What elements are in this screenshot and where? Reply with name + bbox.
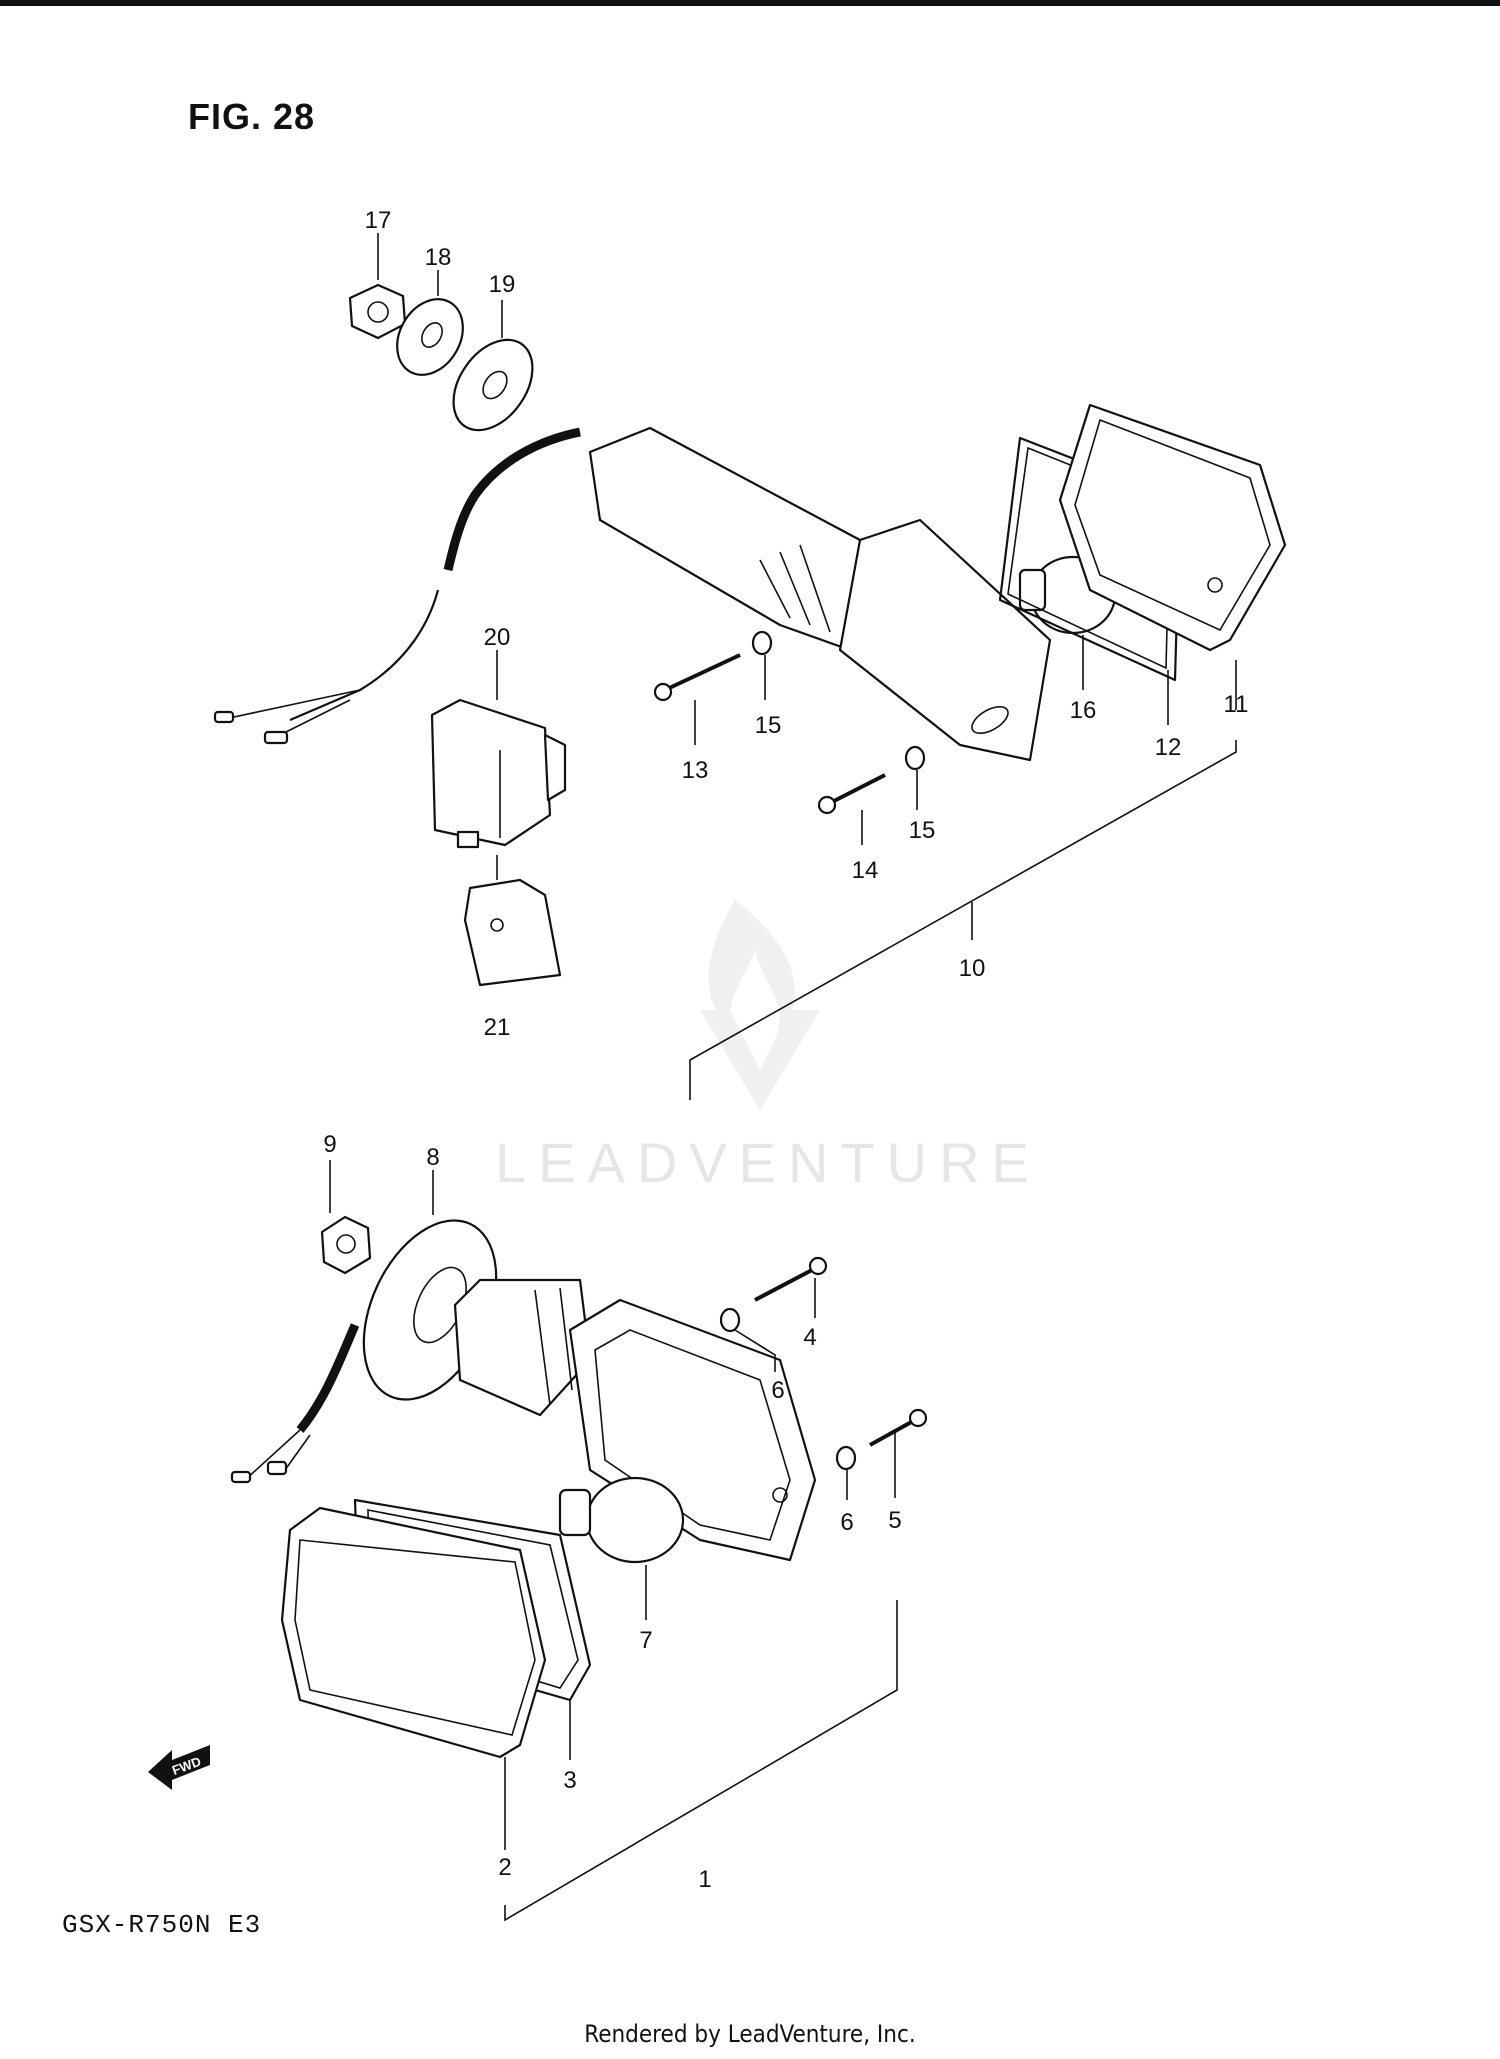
part-6-nut-b (835, 1445, 857, 1471)
callout-5: 5 (888, 1507, 901, 1534)
callout-9: 9 (323, 1131, 336, 1158)
part-13-screw (653, 653, 741, 702)
callout-1: 1 (698, 1866, 711, 1893)
callout-11: 11 (1224, 691, 1249, 718)
top-border (0, 0, 1500, 6)
part-4-screw (754, 1256, 828, 1302)
part-15-nut-b (904, 745, 926, 771)
part-6-nut-a (719, 1307, 741, 1333)
footer-credit: Rendered by LeadVenture, Inc. (584, 2020, 916, 2048)
part-18-washer (396, 298, 464, 376)
callout-6a: 6 (771, 1377, 784, 1404)
callout-4: 4 (803, 1324, 816, 1351)
forward-arrow-icon: FWD (148, 1745, 210, 1790)
part-20-flasher-relay (430, 698, 567, 849)
callout-6b: 6 (840, 1509, 853, 1536)
figure-title: FIG. 28 (188, 96, 316, 137)
callout-17: 17 (365, 207, 392, 234)
callout-10: 10 (959, 955, 986, 982)
watermark-text: LEADVENTURE (495, 1131, 1041, 1194)
callout-19: 19 (489, 271, 516, 298)
callout-18: 18 (425, 244, 452, 271)
part-7-bulb (558, 1476, 685, 1564)
callout-13: 13 (682, 757, 709, 784)
part-17-nut (348, 283, 407, 340)
part-2-lens (280, 1506, 547, 1759)
model-code: GSX-R750N E3 (62, 1910, 262, 1940)
front-signal-stem (453, 1278, 592, 1417)
part-5-screw (869, 1408, 928, 1447)
callout-21: 21 (484, 1014, 511, 1041)
part-11-lens (1058, 403, 1287, 652)
callout-14: 14 (852, 857, 879, 884)
callout-15a: 15 (755, 712, 782, 739)
rear-signal-housing (838, 518, 1052, 762)
callout-16: 16 (1070, 697, 1097, 724)
part-14-screw (817, 773, 886, 815)
callout-2: 2 (498, 1854, 511, 1881)
callout-3: 3 (563, 1767, 576, 1794)
callout-15b: 15 (909, 817, 936, 844)
callout-12: 12 (1155, 734, 1182, 761)
callout-8: 8 (426, 1144, 439, 1171)
part-9-nut (320, 1215, 372, 1275)
callout-7: 7 (639, 1627, 652, 1654)
rear-signal-stem (588, 426, 882, 652)
callout-20: 20 (484, 624, 511, 651)
part-15-nut-a (751, 630, 773, 656)
leadventure-logo-icon (700, 900, 820, 1110)
part-21-bracket (463, 878, 562, 987)
part-19-grommet (452, 338, 534, 432)
